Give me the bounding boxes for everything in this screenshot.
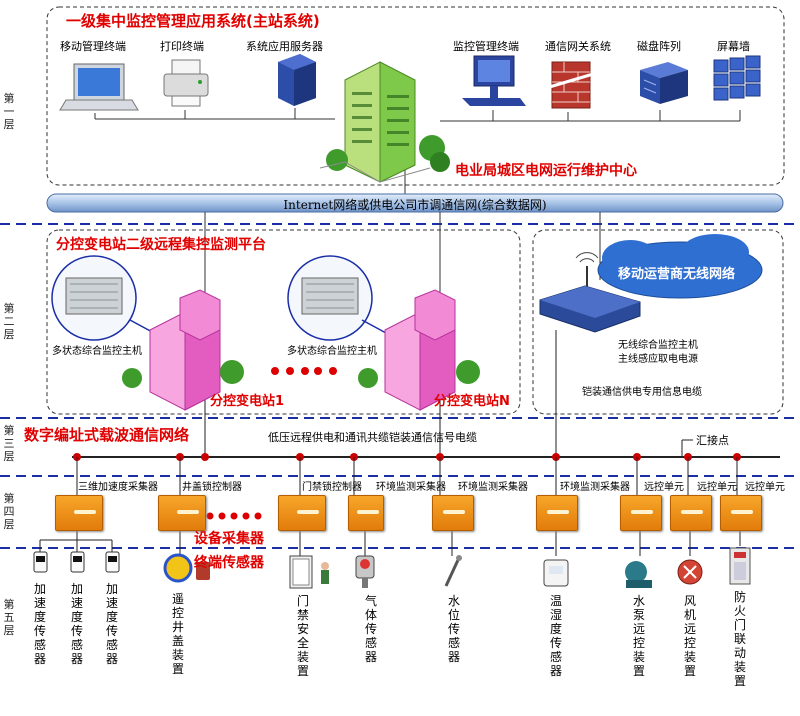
device-label-disk: 磁盘阵列 (637, 40, 681, 53)
sensor-label-access: 门禁安全装置 (296, 594, 309, 678)
accel-sensor-icons (33, 551, 120, 573)
terminal-sensor-label: 终端传感器 (194, 555, 264, 571)
sensor-label-accel-1: 加速度传感器 (33, 582, 46, 666)
disk-array-icon (640, 62, 688, 104)
wireless-cloud-icon (597, 234, 763, 299)
collector-box-remote-2 (670, 495, 712, 531)
layer2-left-frame (46, 229, 521, 415)
collector-box-env-1 (348, 495, 384, 531)
humidity-sensor-icon (543, 559, 569, 587)
device-label-gateway: 通信网关系统 (545, 40, 611, 53)
collector-label-env-3: 环境监测采集器 (560, 482, 630, 493)
collector-label-env-1: 环境监测采集器 (376, 482, 446, 493)
water-level-sensor-icon (444, 555, 462, 587)
device-label-wall: 屏幕墙 (717, 40, 750, 53)
sensor-label-pump: 水泵远控装置 (632, 594, 645, 678)
collector-box-env-3 (536, 495, 578, 531)
layer1-connectors (94, 108, 741, 195)
collector-box-remote-3 (720, 495, 762, 531)
station-n-label: 分控变电站N (434, 394, 510, 409)
internet-bus-pipe (46, 193, 784, 213)
bus-to-layer2-connectors (204, 212, 601, 310)
substation-building-icon-n (358, 289, 480, 411)
sensor-label-fan: 风机远控装置 (683, 594, 696, 678)
carrier-bus-label: 低压远程供电和通讯共缆铠装通信信号电缆 (268, 431, 477, 444)
center-label: 电业局城区电网运行维护中心 (455, 163, 637, 179)
layer-label-5: 第五层 (3, 598, 15, 637)
collector-label-env-2: 环境监测采集器 (458, 482, 528, 493)
fan-control-icon (677, 559, 703, 585)
device-label-monitor: 监控管理终端 (453, 40, 519, 53)
layer2-right-frame (532, 229, 784, 415)
server-icon (278, 54, 316, 106)
collector-label-remote-3: 远控单元 (745, 482, 785, 493)
collector-box-access (278, 495, 326, 531)
sensor-label-firedoor: 防火门联动装置 (733, 590, 746, 688)
layer-label-2: 第二层 (3, 302, 15, 341)
host-label-2: 多状态综合监控主机 (287, 346, 377, 357)
firewall-icon (545, 61, 604, 109)
printer-icon (163, 59, 209, 107)
wireless-host-line1: 无线综合监控主机 (618, 340, 698, 351)
armored-cable-label: 铠装通信供电专用信息电缆 (582, 387, 702, 398)
layer1-frame (46, 6, 785, 186)
sensor-label-accel-3: 加速度传感器 (105, 582, 118, 666)
sensor-label-accel-2: 加速度传感器 (70, 582, 83, 666)
sensor-label-water: 水位传感器 (447, 594, 460, 664)
internet-bus-label: Internet网络或供电公司市调通信网(综合数据网) (283, 198, 547, 212)
collector-box-accel (55, 495, 103, 531)
layer-label-3: 第三层 (3, 424, 15, 463)
device-label-printer: 打印终端 (160, 40, 204, 53)
substation-building-icon-1 (122, 289, 244, 411)
junction-label: 汇接点 (696, 434, 729, 447)
screen-wall-icon (713, 55, 761, 101)
control-center-building-icon (319, 61, 450, 183)
layer-separators (0, 223, 800, 549)
collector-label-accel: 三维加速度采集器 (78, 482, 158, 493)
equipment-collector-label: 设备采集器 (194, 531, 264, 547)
monitoring-host-icon-1 (51, 255, 179, 347)
wireless-host-line2: 主线感应取电电源 (618, 354, 698, 365)
collector-box-env-2 (432, 495, 474, 531)
system-title: 一级集中监控管理应用系统(主站系统) (66, 12, 320, 30)
wireless-host-icon (539, 252, 641, 333)
layer-label-1: 第一层 (3, 92, 15, 131)
wireless-cloud-label: 移动运营商无线网络 (618, 267, 736, 282)
platform-title: 分控变电站二级远程集控监测平台 (56, 237, 266, 253)
collector-label-remote-2: 远控单元 (697, 482, 737, 493)
station-1-label: 分控变电站1 (210, 394, 285, 409)
manhole-control-icon (163, 553, 210, 583)
host-label-1: 多状态综合监控主机 (52, 346, 142, 357)
collector-box-manhole (158, 495, 206, 531)
sensor-label-gas: 气体传感器 (364, 594, 377, 664)
pump-control-icon (625, 561, 652, 588)
laptop-icon (59, 63, 139, 111)
device-label-mobile: 移动管理终端 (60, 40, 126, 53)
collector-drops (76, 439, 738, 495)
gas-sensor-icon (355, 555, 375, 588)
device-label-server: 系统应用服务器 (246, 40, 323, 53)
carrier-network-title: 数字编址式载波通信网络 (24, 426, 190, 444)
sensor-label-manhole: 遥控井盖装置 (171, 592, 184, 676)
collector-label-manhole: 井盖锁控制器 (182, 482, 242, 493)
sensor-drops (39, 530, 741, 556)
collector-box-remote-1 (620, 495, 662, 531)
sensor-label-humidity: 温湿度传感器 (549, 594, 562, 678)
carrier-bus (72, 330, 780, 458)
monitor-terminal-icon (462, 55, 526, 106)
fire-door-icon (729, 547, 751, 585)
collector-label-remote-1: 远控单元 (644, 482, 684, 493)
layer-label-4: 第四层 (3, 492, 15, 531)
collector-label-access: 门禁锁控制器 (302, 482, 362, 493)
ellipsis-dots (206, 367, 337, 520)
access-door-icon (289, 555, 329, 589)
